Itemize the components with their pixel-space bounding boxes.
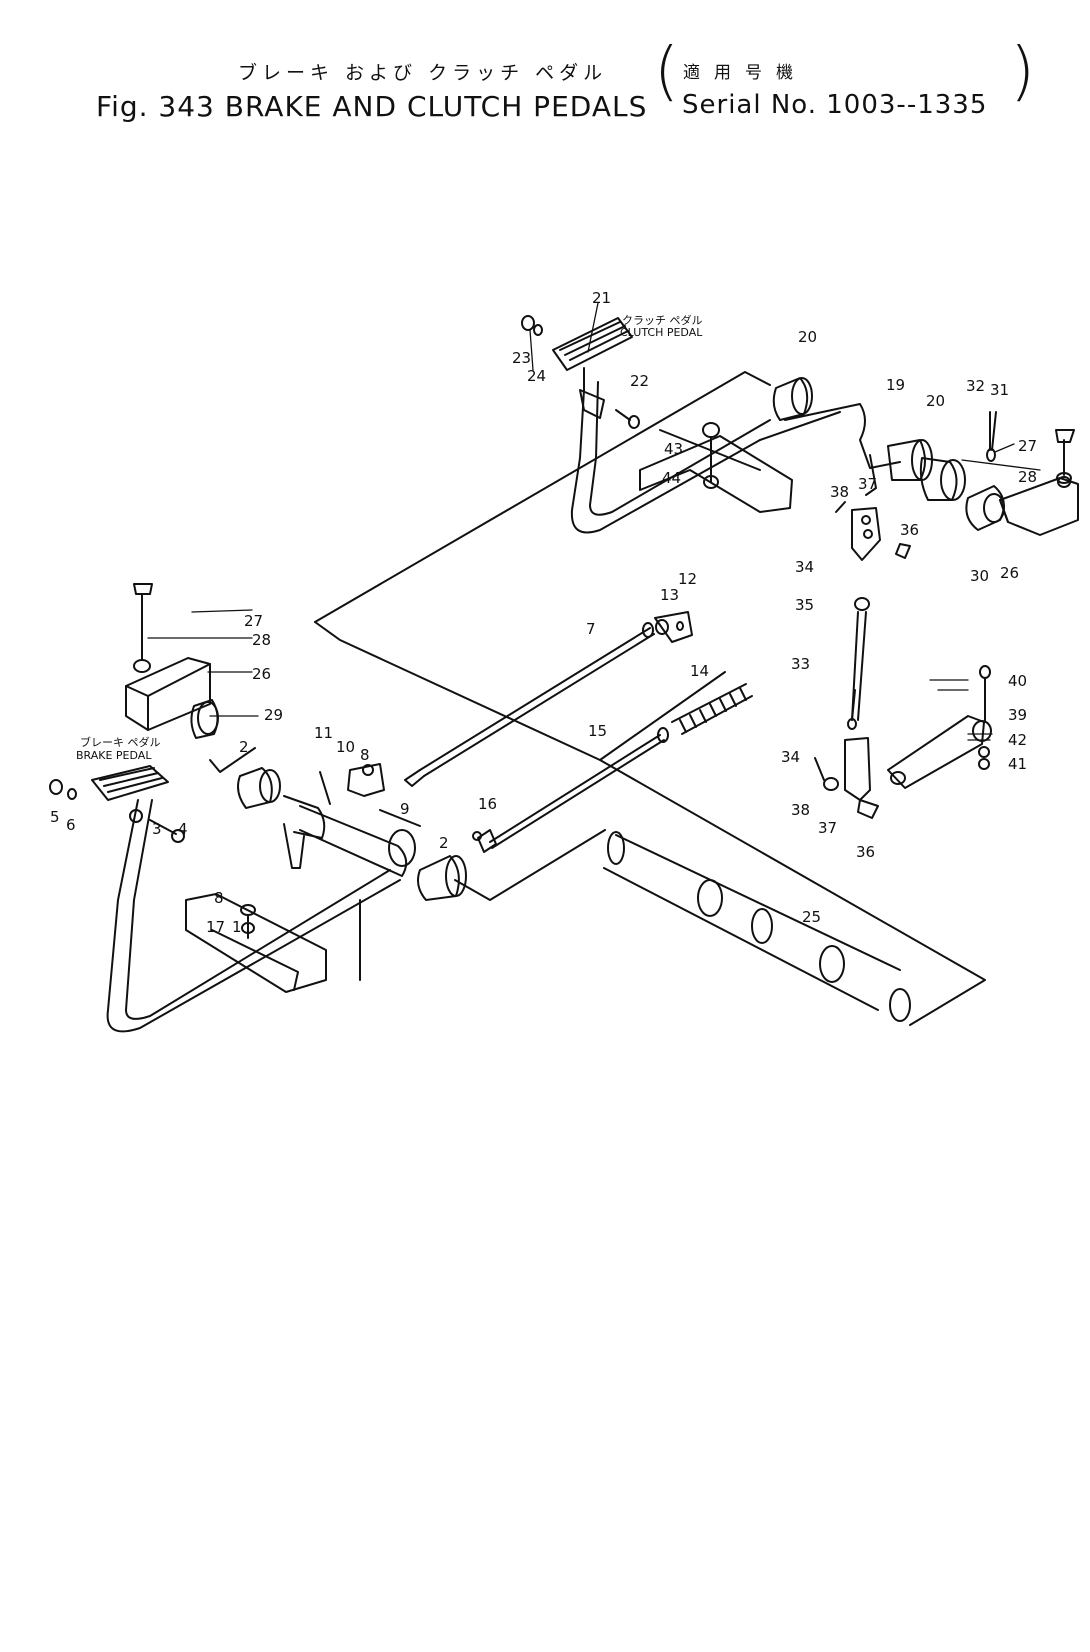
callout-8b: 8: [214, 889, 224, 907]
callout-6: 6: [66, 816, 76, 834]
bracket-left: (: [654, 35, 679, 109]
clutch-pedal-arm: [570, 367, 761, 534]
callout-38b: 38: [791, 801, 810, 819]
serial-heading-japanese: 適用号機: [683, 63, 807, 83]
callout-36: 36: [900, 521, 919, 539]
callout-7: 7: [586, 620, 596, 638]
rod-7: [419, 627, 651, 771]
bearing-block-left: [125, 657, 211, 731]
bushing-19: [887, 439, 926, 481]
callout-31: 31: [990, 381, 1009, 399]
callout-8: 8: [360, 746, 370, 764]
callout-14: 14: [690, 662, 709, 680]
callout-15: 15: [588, 722, 607, 740]
callout-19: 19: [886, 376, 905, 394]
callout-33: 33: [791, 655, 810, 673]
callout-36b: 36: [856, 843, 875, 861]
brake-pedal-pad: [91, 765, 169, 801]
callout-38: 38: [830, 483, 849, 501]
callout-35: 35: [795, 596, 814, 614]
assembly-outline-4: [209, 747, 256, 773]
callout-44: 44: [662, 469, 681, 487]
callout-17: 17: [206, 918, 225, 936]
pedal-lever-arm: [887, 715, 985, 789]
clutch-bracket-plate: [639, 435, 793, 513]
callout-16: 16: [478, 795, 497, 813]
callout-12: 12: [678, 570, 697, 588]
assembly-outline: [314, 371, 771, 623]
callout-37b: 37: [818, 819, 837, 837]
clutch-pedal-pad: [552, 317, 633, 371]
callout-3: 3: [152, 820, 162, 838]
callout-9: 9: [400, 800, 410, 818]
rod-15: [489, 734, 661, 843]
callout-10: 10: [336, 738, 355, 756]
lower-clevis-lever: [814, 665, 992, 819]
bracket-right: ): [1010, 35, 1035, 109]
callout-28b: 28: [252, 631, 271, 649]
assembly-outline-5: [454, 829, 606, 901]
callout-34b: 34: [781, 748, 800, 766]
callout-40: 40: [1008, 672, 1027, 690]
callout-32: 32: [966, 377, 985, 395]
assembly-outline-3: [599, 759, 986, 1026]
callout-numbers: 21 23 24 22 20 19 20 32 31 27 28 43 44 3…: [50, 289, 1037, 936]
callout-37: 37: [858, 475, 877, 493]
figure-title-japanese: ブレーキ および クラッチ ペダル: [238, 62, 608, 84]
callout-2: 2: [239, 738, 249, 756]
clutch-pedal-caption: CLUTCH PEDAL: [620, 326, 703, 339]
brake-pedal-caption-jp: ブレーキ ペダル: [80, 735, 161, 749]
callout-1: 1: [232, 918, 242, 936]
callout-23: 23: [512, 349, 531, 367]
callout-34: 34: [795, 558, 814, 576]
clutch-shaft: [784, 403, 901, 469]
callout-20b: 20: [926, 392, 945, 410]
brake-pedal-arm: [106, 799, 401, 1033]
callout-41: 41: [1008, 755, 1027, 773]
callout-2b: 2: [439, 834, 449, 852]
callout-42: 42: [1008, 731, 1027, 749]
brake-pedal-group: [49, 765, 401, 1033]
callout-29: 29: [264, 706, 283, 724]
callout-4: 4: [178, 820, 188, 838]
callout-27: 27: [1018, 437, 1037, 455]
callout-5: 5: [50, 808, 60, 826]
assembly-outline-2: [314, 621, 726, 761]
brake-cross-shaft: [299, 805, 408, 877]
clutch-pedal-group: [521, 315, 771, 534]
callout-20: 20: [798, 328, 817, 346]
leader-lines: [147, 302, 1041, 741]
callout-25: 25: [802, 908, 821, 926]
clutch-pedal-caption-jp: クラッチ ペダル: [622, 313, 703, 327]
callout-39: 39: [1008, 706, 1027, 724]
figure-title: Fig. 343 BRAKE AND CLUTCH PEDALS: [96, 90, 648, 123]
callout-43: 43: [664, 440, 683, 458]
serial-range: Serial No. 1003--1335: [682, 90, 988, 120]
callout-28: 28: [1018, 468, 1037, 486]
bushing-2b: [417, 855, 460, 901]
callout-22: 22: [630, 372, 649, 390]
brake-bracket-plate: [185, 893, 327, 993]
callout-30: 30: [970, 567, 989, 585]
callout-13: 13: [660, 586, 679, 604]
return-spring-14: [671, 683, 753, 735]
long-tube-25: [603, 831, 911, 1022]
callout-11: 11: [314, 724, 333, 742]
clutch-rod-assembly: [835, 501, 911, 721]
callout-24: 24: [527, 367, 546, 385]
callout-26: 26: [1000, 564, 1019, 582]
callout-26b: 26: [252, 665, 271, 683]
brake-pedal-caption: BRAKE PEDAL: [76, 749, 152, 762]
callout-27b: 27: [244, 612, 263, 630]
callout-21: 21: [592, 289, 611, 307]
